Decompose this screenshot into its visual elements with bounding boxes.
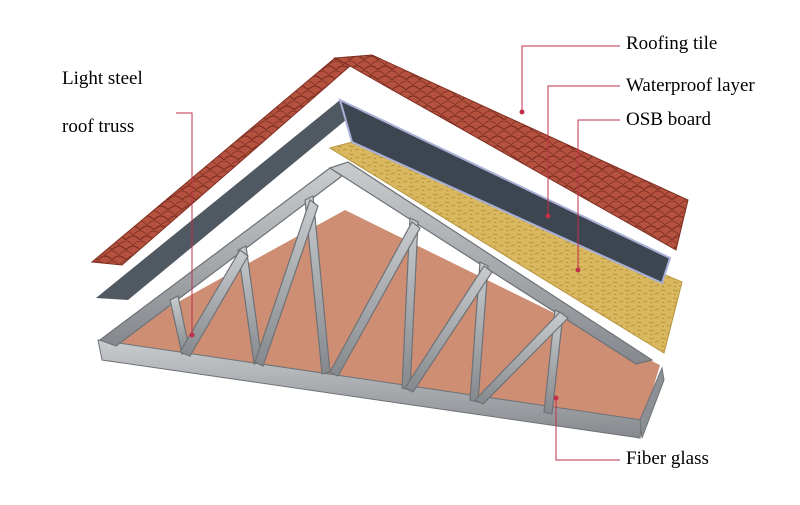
label-waterproof-layer: Waterproof layer <box>626 75 755 97</box>
label-osb-board: OSB board <box>626 109 711 131</box>
label-light-steel-line1: Light steel <box>62 68 143 90</box>
label-fiber-glass: Fiber glass <box>626 448 709 470</box>
label-light-steel-line2: roof truss <box>62 116 134 138</box>
label-roofing-tile: Roofing tile <box>626 33 717 55</box>
leader-tile <box>522 46 620 112</box>
